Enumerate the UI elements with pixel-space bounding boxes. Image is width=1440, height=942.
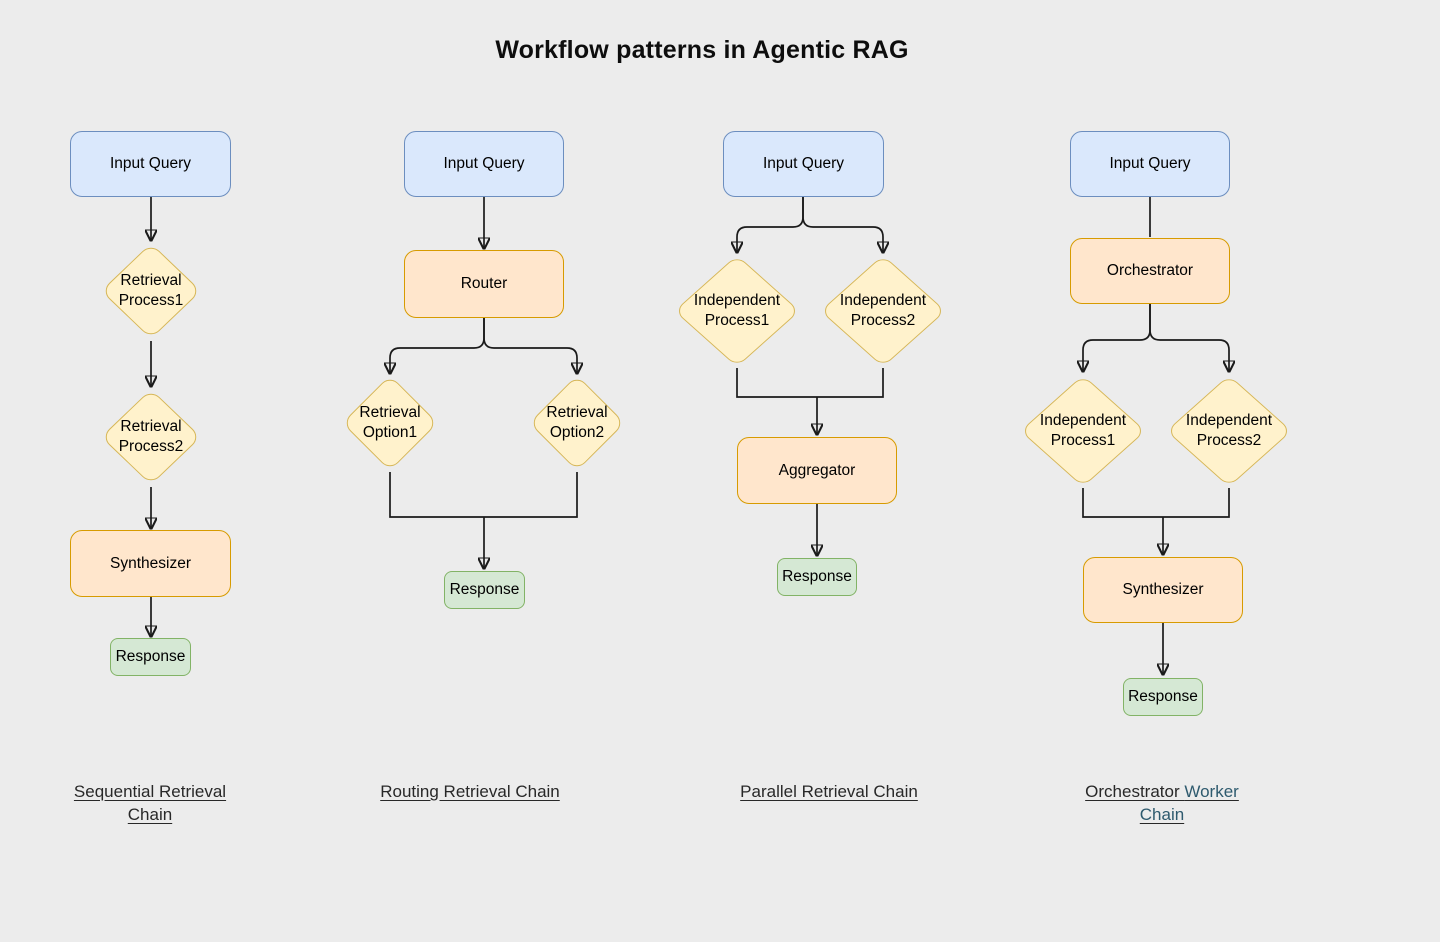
route-input-query-node: Input Query bbox=[404, 131, 564, 197]
orch-merge-left bbox=[1082, 488, 1163, 518]
par-branch-left bbox=[737, 197, 804, 252]
chain-label-orchestrator[interactable]: Orchestrator Worker Chain bbox=[1062, 781, 1262, 827]
par-aggregator-label: Aggregator bbox=[778, 461, 856, 479]
route-branch-right bbox=[483, 318, 577, 373]
orch-merge-right bbox=[1163, 488, 1230, 518]
seq-response-label: Response bbox=[115, 648, 186, 666]
par-merge-right bbox=[817, 368, 884, 398]
seq-input-query-label: Input Query bbox=[110, 155, 191, 173]
orch-branch-left bbox=[1083, 304, 1151, 371]
route-option2-label: Retrieval Option2 bbox=[546, 403, 608, 441]
chain-label-sequential[interactable]: Sequential Retrieval Chain bbox=[73, 782, 227, 824]
orch-response-node: Response bbox=[1123, 678, 1203, 716]
route-merge-left bbox=[389, 472, 484, 518]
orch-proc2-label: Independent Process2 bbox=[1185, 411, 1273, 449]
seq-input-query-node: Input Query bbox=[70, 131, 231, 197]
par-branch-right bbox=[802, 197, 883, 252]
route-option1-label: Retrieval Option1 bbox=[359, 403, 421, 441]
route-response-node: Response bbox=[444, 571, 525, 609]
seq-synthesizer-label: Synthesizer bbox=[110, 554, 191, 572]
orch-proc1-label: Independent Process1 bbox=[1039, 411, 1127, 449]
seq-synthesizer-node: Synthesizer bbox=[70, 530, 231, 597]
par-response-label: Response bbox=[782, 568, 852, 586]
orch-synthesizer-label: Synthesizer bbox=[1122, 581, 1204, 599]
route-router-node: Router bbox=[404, 250, 564, 318]
orch-synthesizer-node: Synthesizer bbox=[1083, 557, 1243, 623]
par-proc2-label: Independent Process2 bbox=[839, 291, 927, 329]
route-merge-right bbox=[484, 472, 578, 518]
chain-label-orchestrator-part2: Worker Chain bbox=[1139, 782, 1239, 824]
par-input-query-node: Input Query bbox=[723, 131, 884, 197]
diagram-title: Workflow patterns in Agentic RAG bbox=[495, 36, 909, 64]
route-response-label: Response bbox=[449, 581, 520, 599]
seq-step1-label: Retrieval Process1 bbox=[118, 271, 184, 309]
seq-response-node: Response bbox=[110, 638, 191, 676]
orch-response-label: Response bbox=[1128, 688, 1198, 706]
orch-branch-right bbox=[1149, 304, 1229, 371]
par-aggregator-node: Aggregator bbox=[737, 437, 897, 504]
par-proc1-label: Independent Process1 bbox=[693, 291, 781, 329]
par-input-query-label: Input Query bbox=[763, 155, 844, 173]
orch-input-query-node: Input Query bbox=[1070, 131, 1230, 197]
route-router-label: Router bbox=[460, 275, 508, 293]
seq-step2-label: Retrieval Process2 bbox=[118, 417, 184, 455]
chain-label-routing[interactable]: Routing Retrieval Chain bbox=[380, 782, 560, 801]
chain-label-orchestrator-part1: Orchestrator bbox=[1085, 782, 1185, 801]
route-input-query-label: Input Query bbox=[443, 155, 525, 173]
par-merge-left bbox=[736, 368, 817, 398]
orch-input-query-label: Input Query bbox=[1109, 155, 1191, 173]
route-branch-left bbox=[390, 318, 485, 373]
par-response-node: Response bbox=[777, 558, 857, 596]
chain-label-parallel[interactable]: Parallel Retrieval Chain bbox=[740, 782, 918, 801]
orch-orchestrator-label: Orchestrator bbox=[1106, 262, 1194, 280]
orch-orchestrator-node: Orchestrator bbox=[1070, 238, 1230, 304]
